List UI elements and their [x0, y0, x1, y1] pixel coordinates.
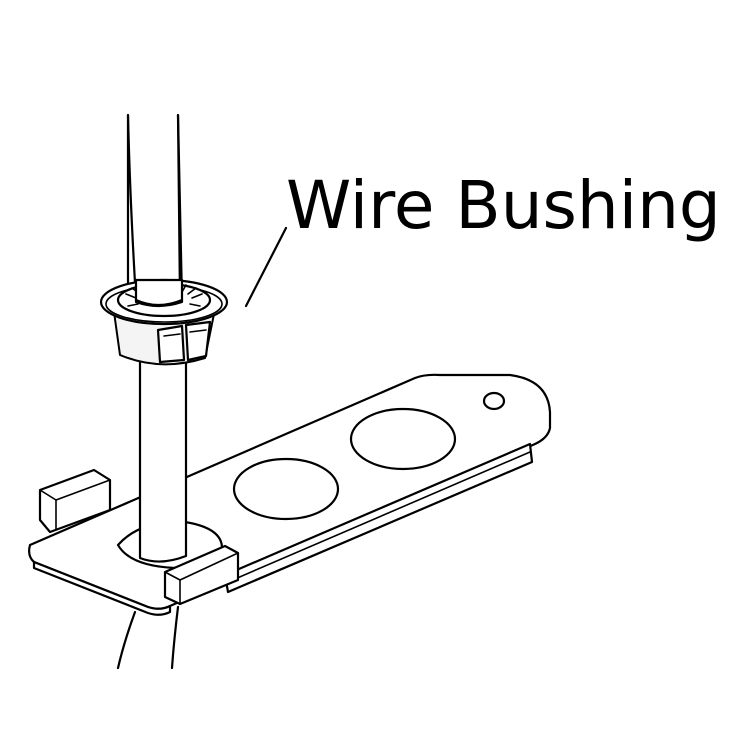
wire-lower	[116, 605, 180, 670]
callout-leader-line	[244, 226, 288, 308]
wire-upper-segment	[126, 114, 182, 302]
knockout-hole-middle	[232, 457, 340, 521]
bushing-snap-tab-right	[184, 320, 212, 362]
wire	[126, 113, 188, 563]
wire-bushing	[99, 278, 229, 366]
bushing-snap-tab-left	[156, 324, 186, 364]
knockout-hole-far	[349, 407, 457, 471]
mounting-plate	[28, 373, 552, 616]
plate-right-tab	[163, 544, 240, 606]
mounting-hole	[482, 391, 506, 411]
plate-left-tab	[38, 468, 112, 534]
wire-lower-segment	[138, 358, 188, 563]
plate-front-edge	[32, 560, 172, 616]
callout-label: Wire Bushing	[286, 167, 721, 244]
